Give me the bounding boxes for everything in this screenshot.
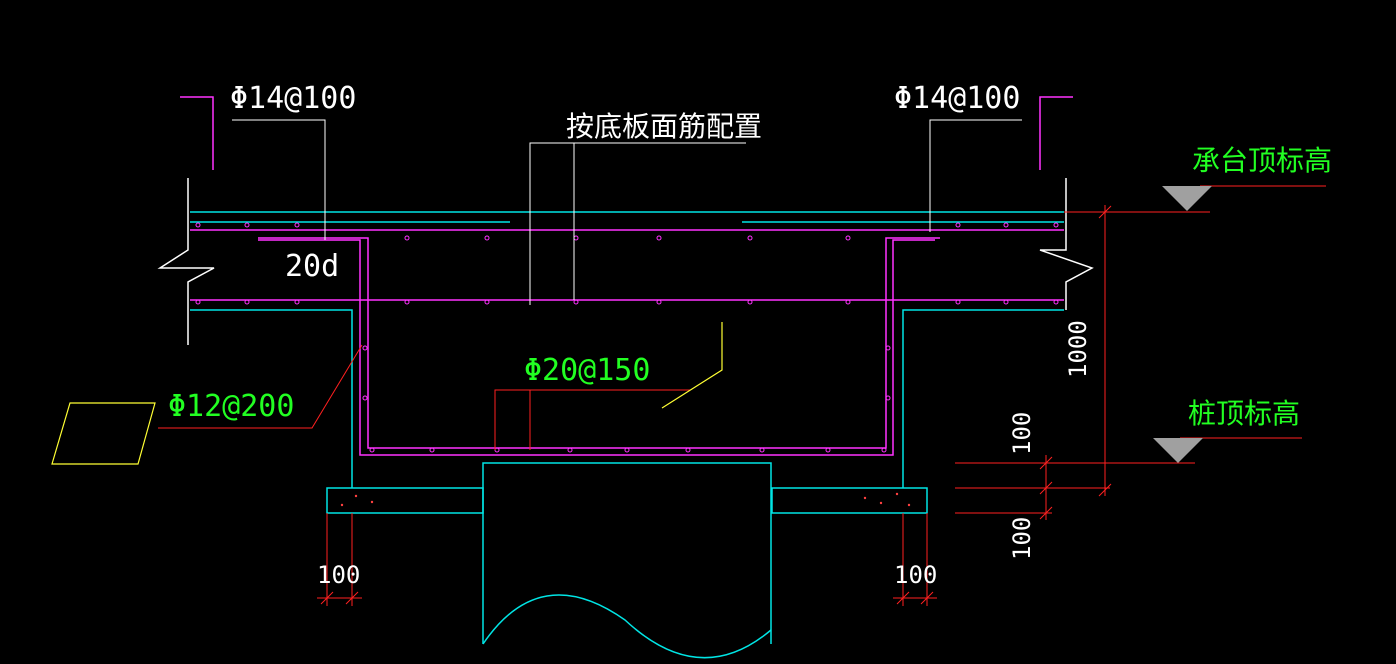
concrete-outline (190, 211, 1064, 659)
pile-top-elevation-label: 桩顶标高 (1188, 397, 1300, 430)
dimension-right-offset: 100 (894, 561, 937, 589)
dimension-cap-depth: 1000 (1064, 320, 1092, 378)
bottom-slab-note: 按底板面筋配置 (566, 110, 762, 143)
dimension-cushion: 100 (1008, 517, 1036, 560)
right-break-line (1039, 178, 1094, 310)
pad-specks (340, 492, 911, 507)
rebar-label-side: Φ12@200 (168, 389, 294, 424)
dimension-pile-embed: 100 (1008, 412, 1036, 455)
left-break-line (157, 178, 215, 345)
placeholder-shape (51, 402, 156, 465)
cap-top-elevation-label: 承台顶标高 (1192, 144, 1332, 177)
rebar-label-top-left: Φ14@100 (230, 81, 356, 116)
rebar-label-bottom: Φ20@150 (524, 353, 650, 388)
anchor-length-label: 20d (285, 249, 339, 284)
section-marks (180, 96, 1073, 170)
pile-top-elevation-symbol (1153, 438, 1203, 463)
dimension-lines (158, 185, 1326, 606)
dimension-left-offset: 100 (317, 561, 360, 589)
leader-lines (232, 119, 1022, 305)
rebar-label-top-right: Φ14@100 (894, 81, 1020, 116)
yellow-marks (51, 322, 723, 465)
cap-top-elevation-symbol (1162, 186, 1212, 211)
